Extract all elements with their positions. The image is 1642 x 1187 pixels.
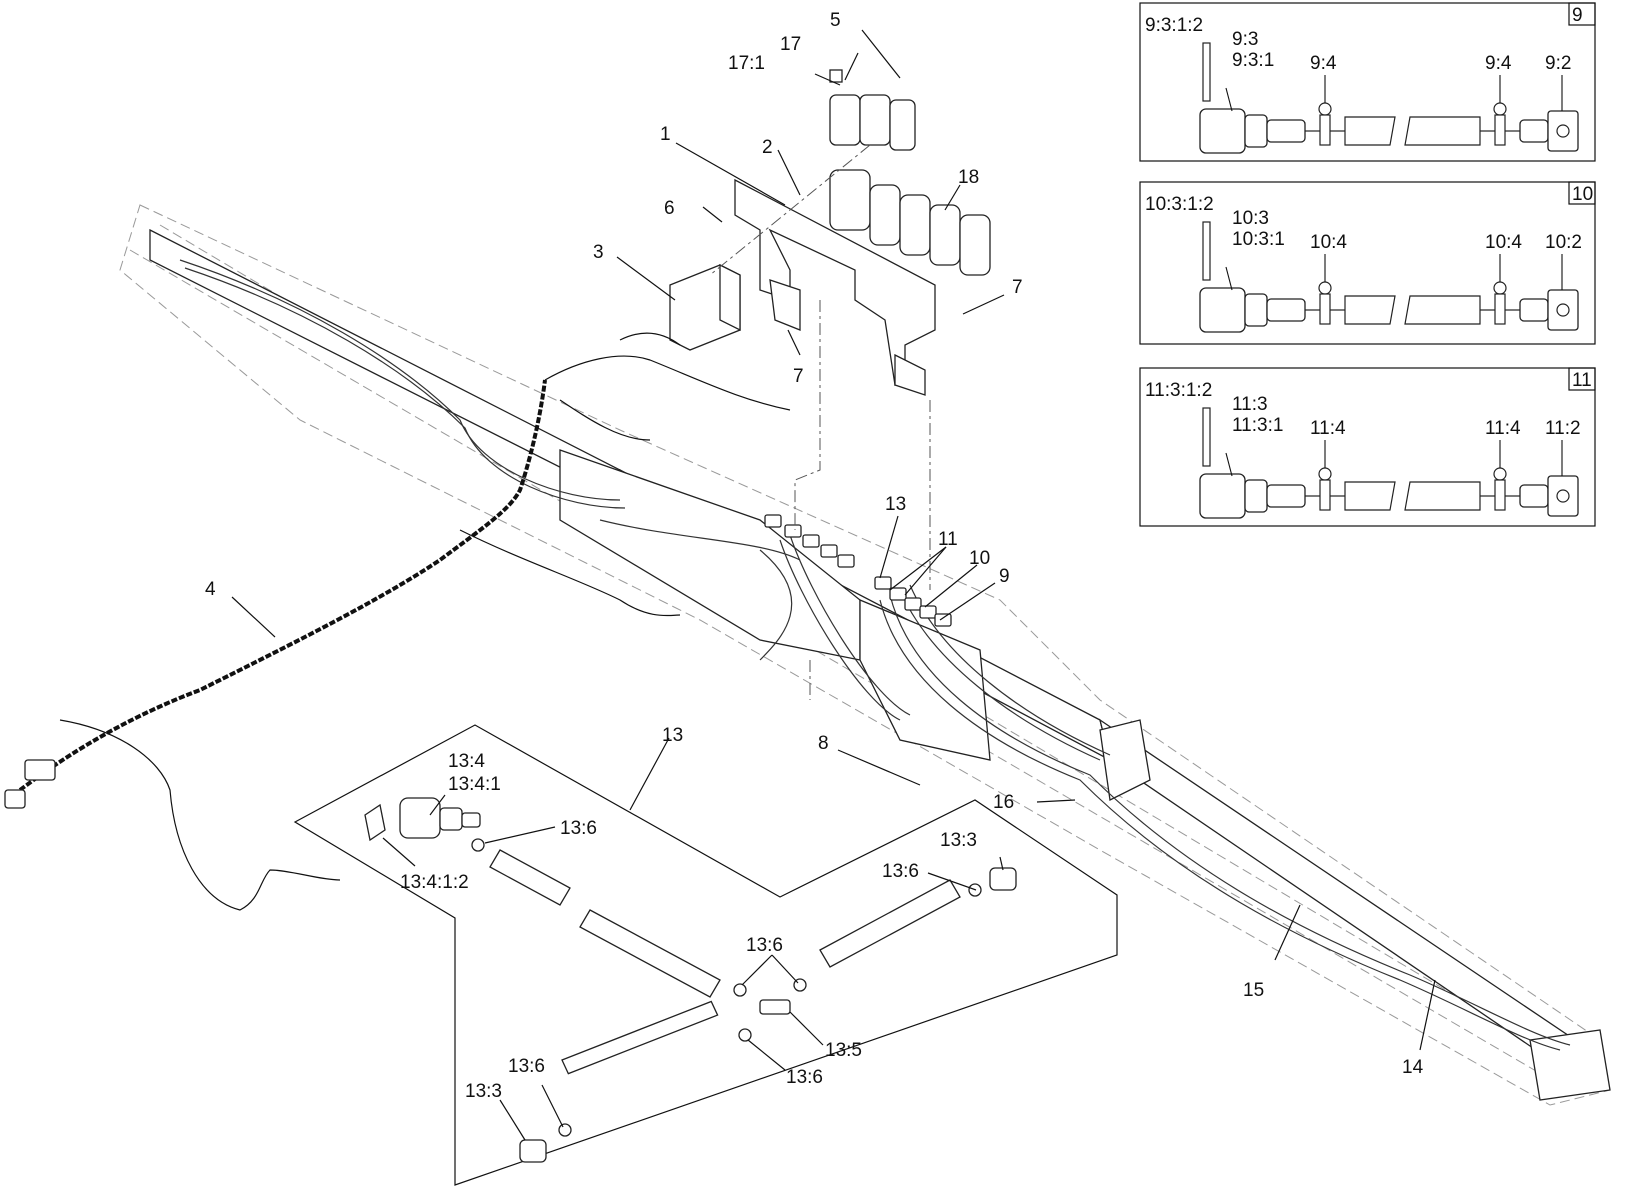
inset-10-label-end-fitting: 10:2 xyxy=(1545,232,1582,253)
valve-block-17 xyxy=(829,69,916,151)
inset-10-label-rod: 10:3:1:2 xyxy=(1145,194,1214,215)
callout-2: 2 xyxy=(762,137,773,158)
inset-number-10: 10 xyxy=(1572,184,1593,205)
callout-13-6d: 13:6 xyxy=(786,1067,823,1088)
detail-13-panel xyxy=(293,724,1118,1186)
callout-9: 9 xyxy=(999,566,1010,587)
callout-13-3a: 13:3 xyxy=(940,830,977,851)
callout-15: 15 xyxy=(1243,980,1264,1001)
callout-13b: 13 xyxy=(662,725,683,746)
callout-7a: 7 xyxy=(1012,277,1023,298)
callout-17: 17 xyxy=(780,34,801,55)
inset-11-label-end-fitting: 11:2 xyxy=(1545,418,1581,439)
inset-11-label-coupler-sub: 11:3:1 xyxy=(1232,415,1283,436)
wiring-harness xyxy=(4,332,791,911)
callout-5: 5 xyxy=(830,10,841,31)
inset-panel-11: 11 11:3:1:2 11:311:3:1 11:4 11:4 11:2 xyxy=(1139,367,1596,527)
inset-11-label-coupler: 11:3 xyxy=(1232,394,1268,415)
boom-hoses xyxy=(179,259,1571,1051)
inset-9-label-end-fitting: 9:2 xyxy=(1545,53,1571,74)
callout-13-6a: 13:6 xyxy=(560,818,597,839)
detail-13-leaders xyxy=(382,794,1004,1141)
callout-13-6c: 13:6 xyxy=(746,935,783,956)
boom-frame xyxy=(119,204,1611,1106)
callout-11: 11 xyxy=(938,529,958,550)
callout-13-6e: 13:6 xyxy=(508,1056,545,1077)
inset-number-11: 11 xyxy=(1572,370,1592,391)
callout-13a: 13 xyxy=(885,494,906,515)
callout-13-4-1-2: 13:4:1:2 xyxy=(400,872,469,893)
callout-3: 3 xyxy=(593,242,604,263)
callout-13-4-1: 13:4:1 xyxy=(448,774,501,795)
callout-14: 14 xyxy=(1402,1057,1424,1078)
main-callouts: 1 2 3 4 5 6 7 7 8 9 10 11 13 13 14 15 16… xyxy=(205,10,1424,1078)
callout-8: 8 xyxy=(818,733,829,754)
inset-10-label-clamp-a: 10:4 xyxy=(1310,232,1347,253)
mounting-bracket xyxy=(734,178,936,396)
leader-lines xyxy=(231,29,1436,1051)
inset-9-label-rod: 9:3:1:2 xyxy=(1145,15,1203,36)
callout-13-6b: 13:6 xyxy=(882,861,919,882)
callout-18: 18 xyxy=(958,167,979,188)
inset-9-label-coupler: 9:3 xyxy=(1232,29,1258,50)
inset-9-label-coupler-sub: 9:3:1 xyxy=(1232,50,1274,71)
inset-9-label-clamp-b: 9:4 xyxy=(1485,53,1512,74)
inset-panel-10: 10 10:3:1:2 10:310:3:1 10:4 10:4 10:2 xyxy=(1139,181,1596,345)
inset-9-label-clamp-a: 9:4 xyxy=(1310,53,1337,74)
control-box xyxy=(669,263,741,351)
inset-number-9: 9 xyxy=(1572,5,1583,26)
inset-10-label-coupler: 10:3 xyxy=(1232,208,1269,229)
callout-10: 10 xyxy=(969,548,990,569)
callout-4: 4 xyxy=(205,579,216,600)
valve-block-18 xyxy=(829,169,991,276)
callout-1: 1 xyxy=(660,124,671,145)
detail-13-callouts: 13:4 13:4:1 13:4:1:2 13:6 13:3 13:6 13:6… xyxy=(400,751,977,1102)
callout-13-4: 13:4 xyxy=(448,751,485,772)
callout-13-5: 13:5 xyxy=(825,1040,862,1061)
callout-13-3b: 13:3 xyxy=(465,1081,502,1102)
callout-17-1: 17:1 xyxy=(728,53,765,74)
inset-11-label-clamp-b: 11:4 xyxy=(1485,418,1521,439)
inset-10-label-coupler-sub: 10:3:1 xyxy=(1232,229,1285,250)
hose-fittings-left xyxy=(764,514,855,568)
callout-6: 6 xyxy=(664,198,675,219)
callout-16: 16 xyxy=(993,792,1014,813)
guide-lines xyxy=(709,144,931,700)
inset-10-label-clamp-b: 10:4 xyxy=(1485,232,1522,253)
inset-11-label-clamp-a: 11:4 xyxy=(1310,418,1346,439)
callout-7b: 7 xyxy=(793,366,804,387)
inset-11-label-rod: 11:3:1:2 xyxy=(1145,380,1212,401)
inset-panel-9: 9 9:3:1:2 9:39:3:1 9:4 9:4 9:2 xyxy=(1139,2,1596,162)
